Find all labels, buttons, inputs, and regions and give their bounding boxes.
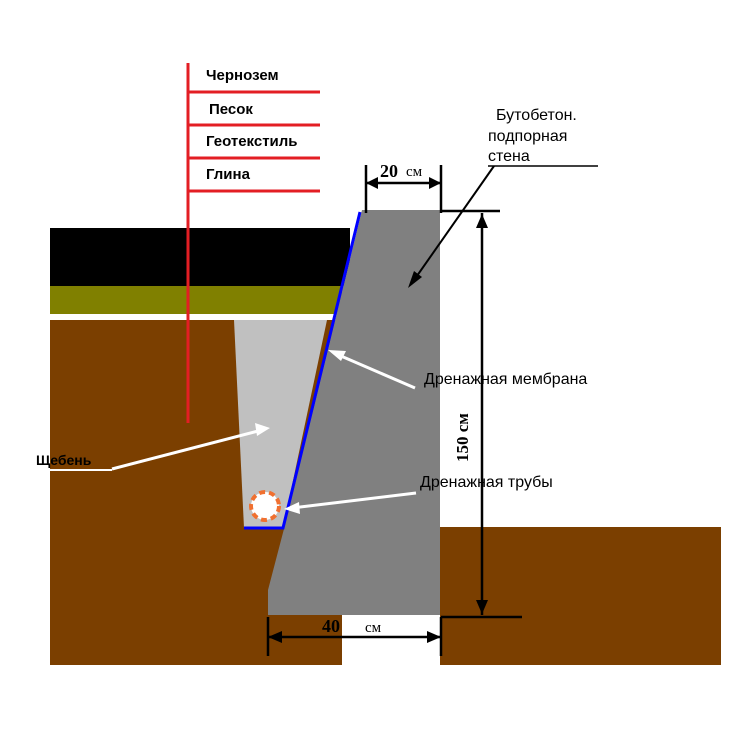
bottom-dimension-value: 40 [322, 616, 340, 636]
wall-label-leader [411, 165, 495, 284]
wall-label-line3: стена [488, 148, 530, 165]
legend-label-chernozem: Чернозем [206, 67, 279, 84]
pipe-label: Дренажная трубы [420, 474, 553, 491]
retaining-wall [268, 210, 440, 615]
legend-label-sand: Песок [209, 101, 253, 118]
membrane-arrowhead [328, 350, 346, 361]
wall-label-arrowhead [408, 271, 422, 288]
wall-label-line2: подпорная [488, 128, 567, 145]
bottom-dimension-unit: см [365, 620, 382, 636]
gravel-backfill [234, 320, 327, 528]
top-dimension-value: 20 [380, 161, 398, 181]
clay-layer-right [440, 527, 721, 665]
drainage-pipe-icon [249, 490, 281, 522]
drainage-membrane [244, 211, 362, 530]
membrane-label: Дренажная мембрана [424, 371, 587, 388]
height-dimension-arrow-top [476, 214, 488, 228]
wall-label-line1: Бутобетон. [496, 107, 577, 124]
top-dimension [364, 165, 443, 213]
chernozem-layer [50, 228, 350, 286]
bottom-dimension [266, 617, 443, 656]
legend-ticks [186, 63, 320, 423]
gravel-arrow-line [111, 428, 263, 471]
membrane-arrow-line [333, 351, 416, 390]
legend-label-geotextile: Геотекстиль [206, 133, 298, 150]
pipe-arrowhead [284, 502, 300, 514]
sand-layer [50, 286, 342, 314]
bottom-dimension-arrow-right [427, 631, 441, 643]
height-dimension [441, 209, 522, 619]
top-dimension-arrow-left [366, 177, 378, 189]
gravel-arrowhead [255, 423, 270, 436]
height-dimension-label: 150 см [453, 413, 472, 462]
top-dimension-arrow-right [429, 177, 441, 189]
legend-label-clay: Глина [206, 166, 251, 183]
gravel-label: Щебень [36, 452, 92, 468]
top-dimension-unit: см [406, 164, 423, 180]
pipe-arrow-line [291, 491, 417, 510]
bottom-dimension-arrow-left [268, 631, 282, 643]
height-dimension-arrow-bottom [476, 600, 488, 614]
